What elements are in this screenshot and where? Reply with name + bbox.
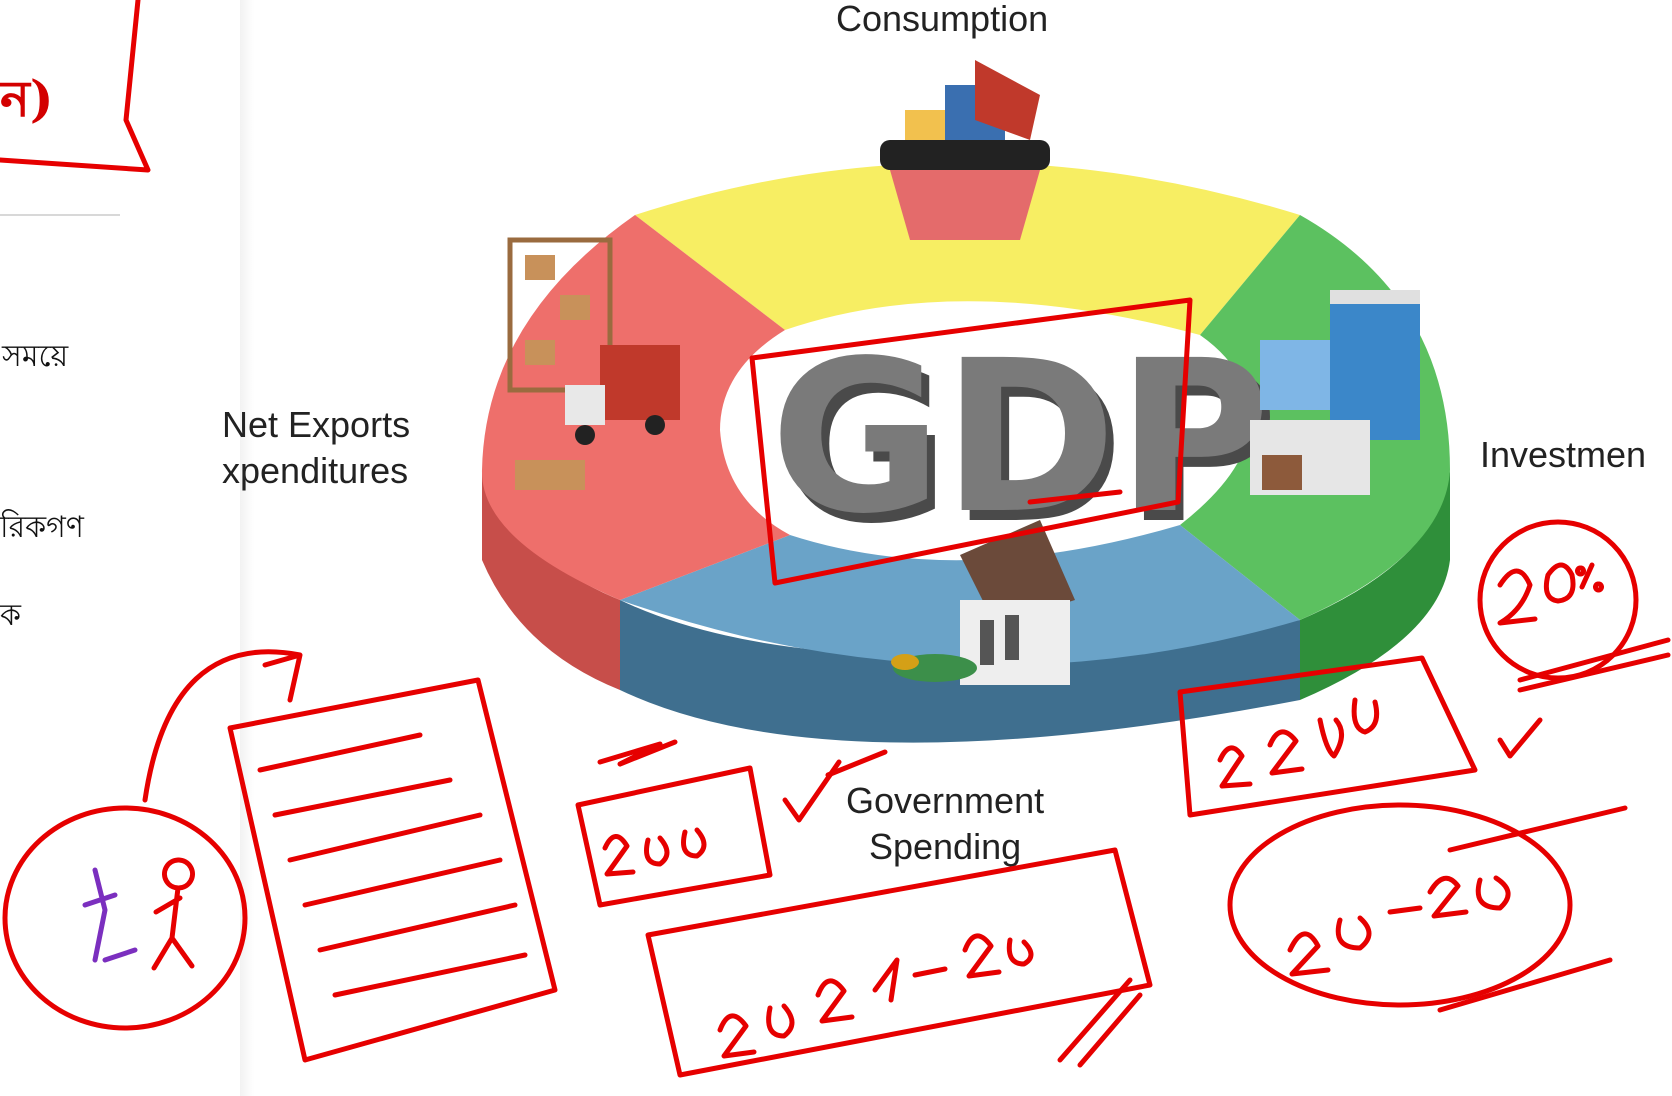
heading-divider (0, 214, 120, 216)
label-investment: Investmen (1480, 434, 1647, 475)
ink-circle-25-26 (1227, 802, 1573, 1008)
ink-box-2264 (1177, 655, 1478, 818)
ink-stick-figure-2 (82, 867, 138, 963)
segment-consumption (635, 162, 1300, 335)
slide-text-line: সময়ে (2, 339, 69, 374)
shopping-basket-icon (880, 60, 1050, 240)
ink-stick-figure (151, 857, 195, 971)
ink-heading-box (0, 0, 151, 173)
ink-document (227, 677, 558, 1063)
label-net-exports: Net Exports xpenditures (222, 402, 410, 494)
label-government-line1: Government (846, 780, 1045, 821)
ink-scribble-200 (597, 739, 678, 767)
ink-strike-25-26 (1437, 805, 1628, 1013)
segment-government (620, 525, 1300, 666)
office-building-icon (1250, 290, 1420, 495)
label-government-spending: Government Spending (846, 778, 1044, 870)
ink-slash-2024 (1057, 977, 1143, 1068)
ink-circle-20 (1477, 519, 1639, 681)
slide-text-line: রিকগণ (0, 510, 84, 545)
ring-wall-red (482, 470, 620, 690)
label-consumption: Consumption (836, 0, 1049, 39)
ink-gdp-box (749, 297, 1193, 586)
label-net-exports-line1: Net Exports (222, 404, 411, 445)
ink-2024 (717, 933, 1034, 1059)
ink-underline-20 (1517, 637, 1671, 693)
ink-2264 (1217, 697, 1380, 789)
ink-gdp-underline (1027, 489, 1123, 505)
slide-panel: ন) সময়ে রিকগণ ক (0, 0, 245, 1096)
ink-20-percent (1497, 562, 1604, 626)
ink-document-lines (257, 732, 528, 998)
slide-text-line: ক (0, 598, 21, 633)
delivery-truck-icon (507, 237, 680, 490)
ink-circle-figures (2, 805, 248, 1031)
ink-box-200 (575, 765, 773, 908)
ink-200 (602, 827, 707, 877)
label-net-exports-line2: xpenditures (222, 450, 409, 491)
bank-building-icon (891, 520, 1075, 685)
label-government-line2: Spending (868, 826, 1022, 867)
ink-check-2264 (1497, 717, 1543, 759)
ring-wall-green (1300, 470, 1450, 700)
ink-arrow-gov (825, 749, 888, 778)
slide-heading: ন) (0, 69, 54, 128)
ink-arrow-loop (142, 649, 303, 803)
ring-hole (730, 322, 1240, 542)
ink-25-26 (1287, 875, 1511, 977)
ink-check-200 (782, 759, 842, 823)
ink-box-2024 (645, 847, 1153, 1078)
